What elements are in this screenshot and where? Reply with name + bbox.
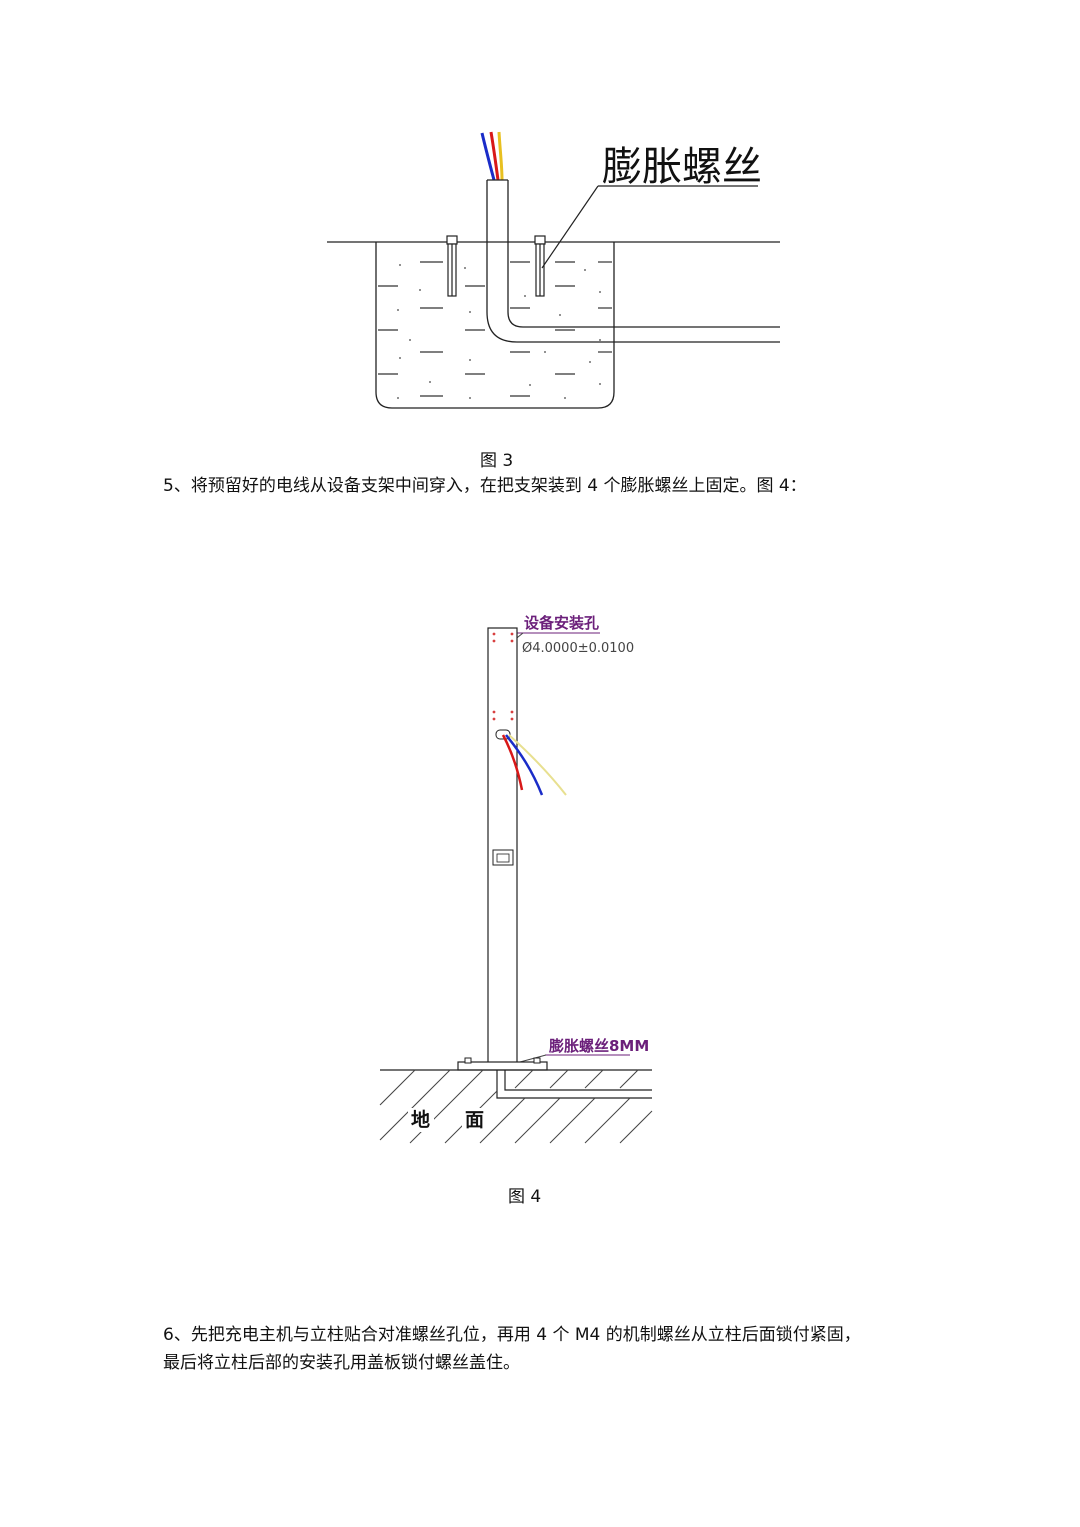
access-window-inner — [496, 853, 510, 863]
wire-yellow — [497, 131, 504, 181]
conduit-underground — [496, 1070, 652, 1099]
mounting-holes — [492, 632, 514, 721]
access-window — [492, 849, 514, 866]
wire-yellow-4 — [508, 734, 567, 796]
step-5-paragraph: 5、将预留好的电线从设备支架中间穿入，在把支架装到 4 个膨胀螺丝上固定。图 4… — [163, 476, 807, 496]
bolt-8mm-label: 膨胀螺丝8MM — [549, 1037, 649, 1055]
hole-dimension: Ø4.0000±0.0100 — [522, 641, 634, 656]
step-6-line-2: 最后将立柱后部的安装孔用盖板锁付螺丝盖住。 — [163, 1353, 520, 1373]
wire-blue-4 — [505, 734, 544, 796]
base-bolts — [464, 1057, 541, 1064]
figure-3-diagram: 膨胀螺丝 — [327, 131, 780, 409]
concrete-pit — [375, 242, 615, 409]
step-6-line-1: 6、先把充电主机与立柱贴合对准螺丝孔位，再用 4 个 M4 的机制螺丝从立柱后面… — [163, 1325, 861, 1345]
ground-hatch — [379, 1069, 653, 1144]
wire-blue — [480, 132, 496, 181]
conduit-pipe — [486, 179, 780, 343]
wire-red — [489, 131, 500, 181]
concrete-dots — [397, 264, 601, 399]
hole-label: 设备安装孔 — [524, 614, 599, 632]
figure-4-diagram: 设备安装孔 Ø4.0000±0.0100 膨胀螺丝8MM — [379, 614, 653, 1144]
ground-label-bg-2 — [462, 1108, 488, 1132]
ground-label-2: 面 — [465, 1109, 484, 1131]
wire-red-4 — [501, 734, 524, 791]
bolt-8mm-leader — [519, 1054, 547, 1063]
ground-label-1: 地 — [411, 1108, 430, 1131]
ground-label-bg-1 — [408, 1108, 434, 1132]
pole — [487, 627, 518, 1069]
bolt-leader-line — [541, 185, 599, 269]
figure-3-caption: 图 3 — [480, 451, 514, 471]
expansion-bolt-left — [446, 235, 458, 297]
expansion-bolt-right — [534, 235, 546, 297]
figure-4-caption: 图 4 — [508, 1187, 542, 1207]
concrete-hatch — [378, 261, 612, 397]
figure-3-bolt-label: 膨胀螺丝 — [602, 144, 762, 190]
